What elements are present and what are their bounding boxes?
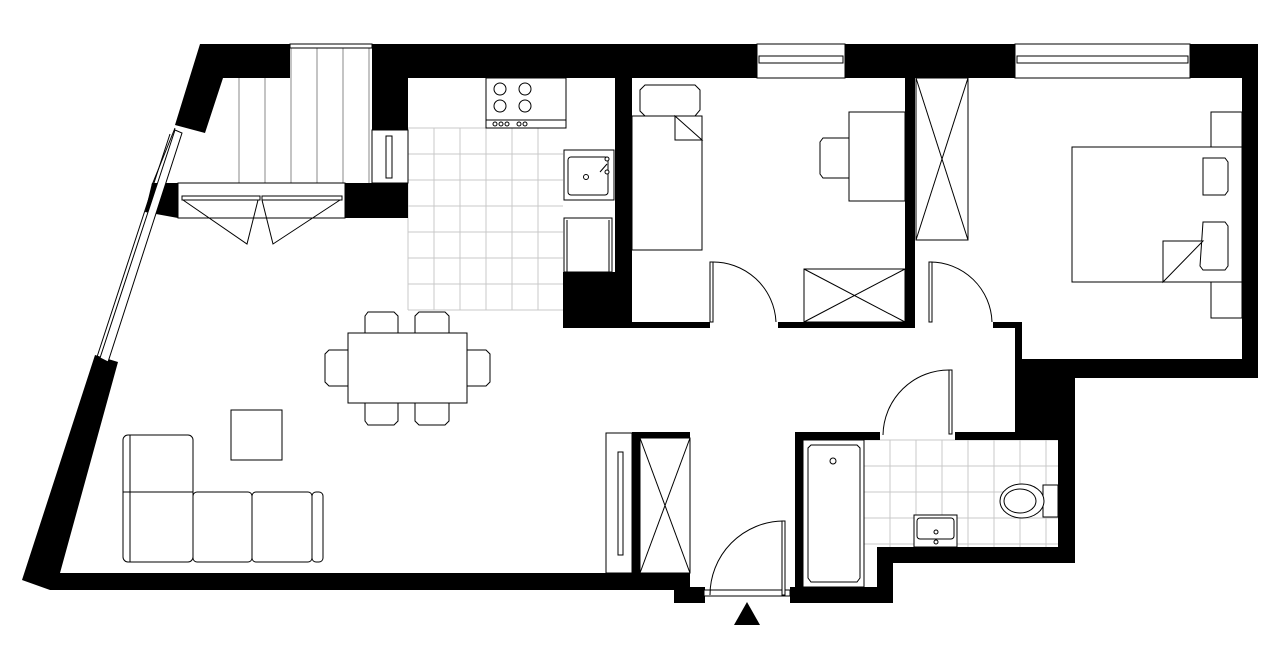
dining-table-icon [324, 311, 491, 426]
nightstand [1210, 281, 1243, 319]
wall-bedroom1-bottom-b [778, 322, 915, 328]
window-kitchen-side-sash [385, 135, 393, 179]
bed-icon [1071, 111, 1243, 319]
balcony-decking [238, 48, 370, 183]
balcony-door-rail-right [261, 195, 343, 201]
wall-kitchen-left [372, 78, 408, 130]
wall-living-outer [22, 355, 690, 590]
entrance-arrow-icon [734, 602, 760, 625]
wall-kitchen-block [345, 183, 408, 218]
bathroom [802, 369, 1059, 588]
wall-bathroom-top-a [795, 432, 880, 440]
coffee-table [230, 409, 283, 461]
wall-bedrooms [905, 78, 915, 328]
balcony-door-rail-left [181, 195, 261, 201]
wall-bathroom-bottom [877, 547, 1075, 563]
stove-icon [485, 77, 567, 129]
washbasin-icon [913, 514, 958, 548]
bed-icon [631, 84, 704, 251]
bedroom-1 [631, 84, 906, 323]
hallway [605, 432, 791, 625]
wall-bathroom-top-b [955, 432, 1058, 440]
kitchen [485, 77, 615, 273]
wall-bedroom1-bottom-a [632, 322, 710, 328]
balcony-door-leaf-left[interactable] [182, 199, 259, 245]
desk-icon [819, 111, 906, 202]
wall-bathroom-left [795, 432, 803, 603]
wall-bedroom2-bottom [1015, 359, 1258, 378]
wall-entrance-left [674, 587, 705, 603]
nightstand [1210, 111, 1243, 148]
windows [95, 43, 1191, 363]
wall-kitchen-bedroom [615, 78, 632, 328]
toilet-icon [999, 483, 1059, 519]
balcony-door[interactable] [177, 182, 346, 245]
window-bedroom1-sash [758, 55, 844, 64]
wall-bedroom2-bottom-stub [993, 322, 1022, 328]
balcony-railing [289, 43, 373, 49]
wall-right [1242, 44, 1258, 378]
bathtub-icon [802, 439, 865, 588]
window-living-line [95, 133, 171, 361]
wall-top-1 [372, 44, 757, 78]
wardrobe-icon [915, 77, 969, 241]
walls [22, 44, 1258, 603]
wardrobe-icon [803, 268, 906, 323]
wardrobe-icon [639, 437, 691, 574]
balcony-door-leaf-right[interactable] [261, 199, 341, 245]
wall-bathroom-right [1058, 359, 1075, 563]
wall-hall-cap [632, 432, 690, 438]
mirror [617, 451, 624, 556]
chair-icon [819, 137, 850, 179]
wall-hall-partition [632, 432, 640, 573]
bedroom-2-door[interactable] [928, 261, 993, 323]
wall-entrance-right [790, 587, 893, 603]
kitchen-sink-icon [563, 149, 615, 201]
bedroom-2 [915, 77, 1243, 323]
wall-balcony-top [175, 44, 290, 133]
bathroom-door[interactable] [882, 369, 953, 436]
window-living-slanted [99, 129, 183, 363]
bedroom-1-door[interactable] [709, 261, 777, 323]
window-bedroom2-sash [1016, 55, 1189, 64]
balcony-edge [151, 127, 176, 186]
kitchen-fridge-column [563, 272, 615, 328]
kitchen-tile-floor [407, 127, 563, 311]
wall-top-2 [845, 44, 1015, 78]
living-room [122, 311, 491, 563]
entrance-door[interactable] [703, 520, 791, 597]
kitchen-cabinet [563, 217, 613, 273]
sofa-icon [122, 434, 324, 563]
